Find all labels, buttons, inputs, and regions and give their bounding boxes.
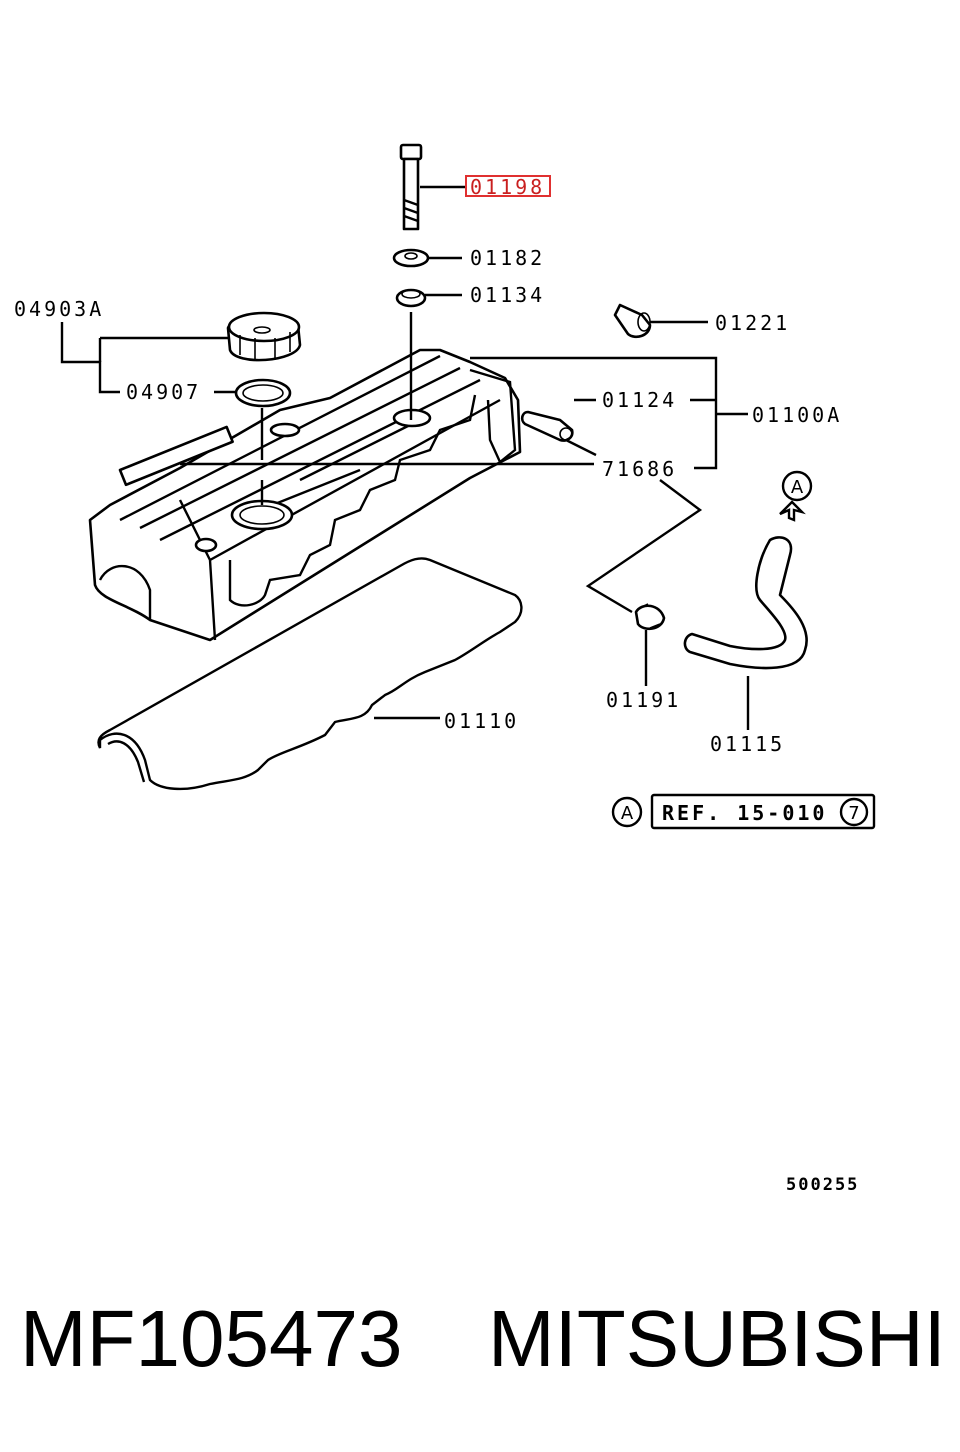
part-number-title: MF105473 (20, 1294, 402, 1383)
bolt (399, 143, 423, 231)
label-01100A[interactable]: 01100A (752, 403, 842, 427)
label-04907[interactable]: 04907 (126, 380, 201, 404)
highlight-box (465, 175, 551, 197)
grommet (395, 288, 427, 308)
ref-number: 7 (848, 803, 859, 824)
rocker-cover (88, 348, 522, 642)
ref-text: REF. 15-010 (662, 801, 827, 825)
label-01191[interactable]: 01191 (606, 688, 681, 712)
breather-hose (683, 500, 808, 670)
oil-filler-cap (226, 311, 302, 362)
leader-lines (60, 185, 750, 730)
washer (392, 248, 430, 268)
rocker-cover-gasket (97, 557, 523, 791)
ref-marker: A (621, 803, 634, 824)
marker-a-hose: A (781, 470, 813, 502)
label-01134[interactable]: 01134 (470, 283, 545, 307)
diagram-code: 500255 (786, 1175, 859, 1195)
hose-clamp (634, 603, 666, 631)
label-71686[interactable]: 71686 (602, 457, 677, 481)
label-01221[interactable]: 01221 (715, 311, 790, 335)
brand-title: MITSUBISHI (488, 1294, 946, 1383)
semi-circular-plug (613, 303, 652, 338)
svg-text:A: A (791, 477, 804, 498)
label-01124[interactable]: 01124 (602, 388, 677, 412)
reference-box[interactable]: A REF. 15-010 7 (611, 793, 876, 830)
label-01110[interactable]: 01110 (444, 709, 519, 733)
label-01182[interactable]: 01182 (470, 246, 545, 270)
pcv-pipe (520, 410, 574, 442)
oil-cap-seal (234, 378, 292, 408)
label-01198[interactable]: 01198 (470, 175, 545, 199)
label-04903A[interactable]: 04903A (14, 297, 104, 321)
label-01115[interactable]: 01115 (710, 732, 785, 756)
